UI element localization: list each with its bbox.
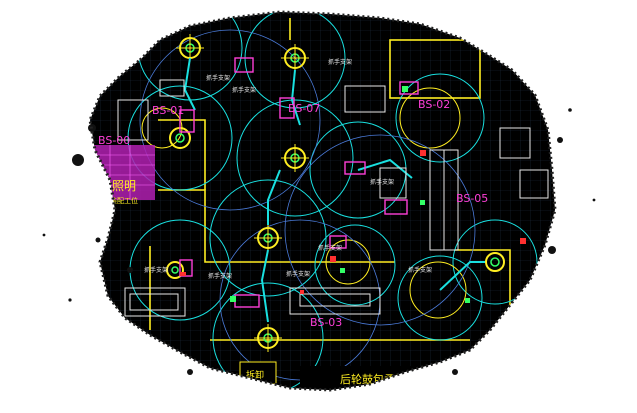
svg-text:抓手支架: 抓手支架 xyxy=(318,244,342,252)
svg-text:抓手支架: 抓手支架 xyxy=(208,272,232,280)
svg-text:抓手支架: 抓手支架 xyxy=(370,178,394,186)
blob-edge xyxy=(88,10,557,392)
sensors xyxy=(230,86,470,303)
robot-arms xyxy=(183,57,485,323)
cell-label-bs07: BS-07 xyxy=(288,102,320,115)
ink-splatter xyxy=(42,108,596,375)
cell-labels: BS-00 BS-01 BS-02 BS-07 BS-05 BS-03 xyxy=(98,98,488,329)
svg-text:抓手支架: 抓手支架 xyxy=(328,58,352,66)
rear-wheel-area-label: 后轮鼓包柔性自 xyxy=(340,372,417,386)
bottom-left-tag: 拆卸 xyxy=(246,369,264,381)
note-labels: 抓手支架 抓手支架 抓手支架 抓手支架 抓手支架 抓手支架 抓手支架 抓手支架 … xyxy=(144,58,432,280)
svg-text:抓手支架: 抓手支架 xyxy=(144,266,168,274)
safety-marks xyxy=(180,150,526,294)
svg-text:抓手支架: 抓手支架 xyxy=(232,86,256,94)
svg-text:抓手支架: 抓手支架 xyxy=(286,270,310,278)
manual-station-label: 人工装配工位 xyxy=(96,196,138,205)
cell-label-bs01: BS-01 xyxy=(152,104,184,117)
svg-text:抓手支架: 抓手支架 xyxy=(206,74,230,82)
cell-label-bs00: BS-00 xyxy=(98,134,130,147)
special-lighting-label: 特殊照明 xyxy=(88,178,136,193)
cell-label-bs05: BS-05 xyxy=(456,192,488,205)
fixtures xyxy=(117,79,549,317)
cell-label-bs02: BS-02 xyxy=(418,98,450,111)
cell-label-bs03: BS-03 xyxy=(310,316,342,329)
special-lighting-area xyxy=(90,145,155,200)
svg-text:抓手支架: 抓手支架 xyxy=(408,266,432,274)
station-circles xyxy=(141,87,467,319)
